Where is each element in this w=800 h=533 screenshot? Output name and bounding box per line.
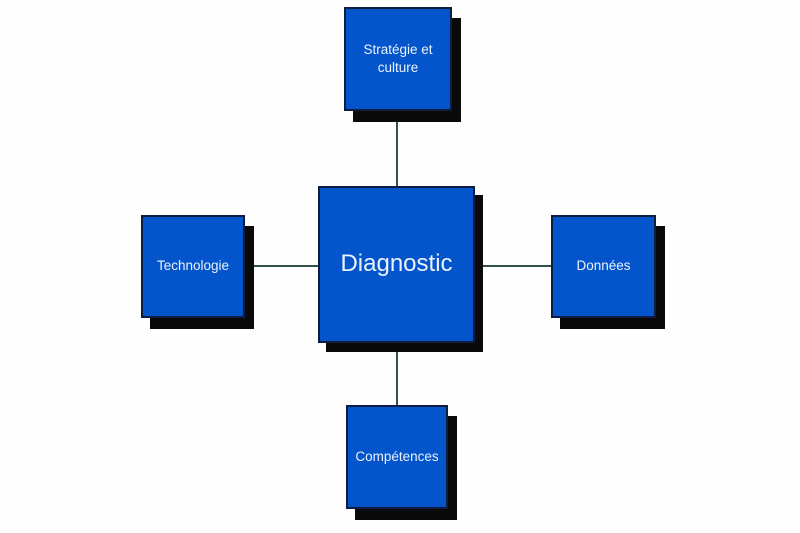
node-diagnostic-label: Diagnostic [340,250,453,278]
node-competences: Compétences [346,405,448,509]
node-strategie-culture: Stratégie et culture [344,7,452,111]
connector-center-to-bottom [396,342,398,406]
node-donnees: Données [551,215,656,318]
connector-center-to-right [474,265,552,267]
node-diagnostic: Diagnostic [318,186,475,343]
node-technologie-label: Technologie [156,258,230,274]
connector-center-to-left [244,265,319,267]
node-competences-label: Compétences [355,448,439,464]
connector-center-to-top [396,111,398,187]
node-donnees-label: Données [576,258,631,274]
node-technologie: Technologie [141,215,245,318]
node-strategie-culture-label: Stratégie et culture [363,41,433,75]
